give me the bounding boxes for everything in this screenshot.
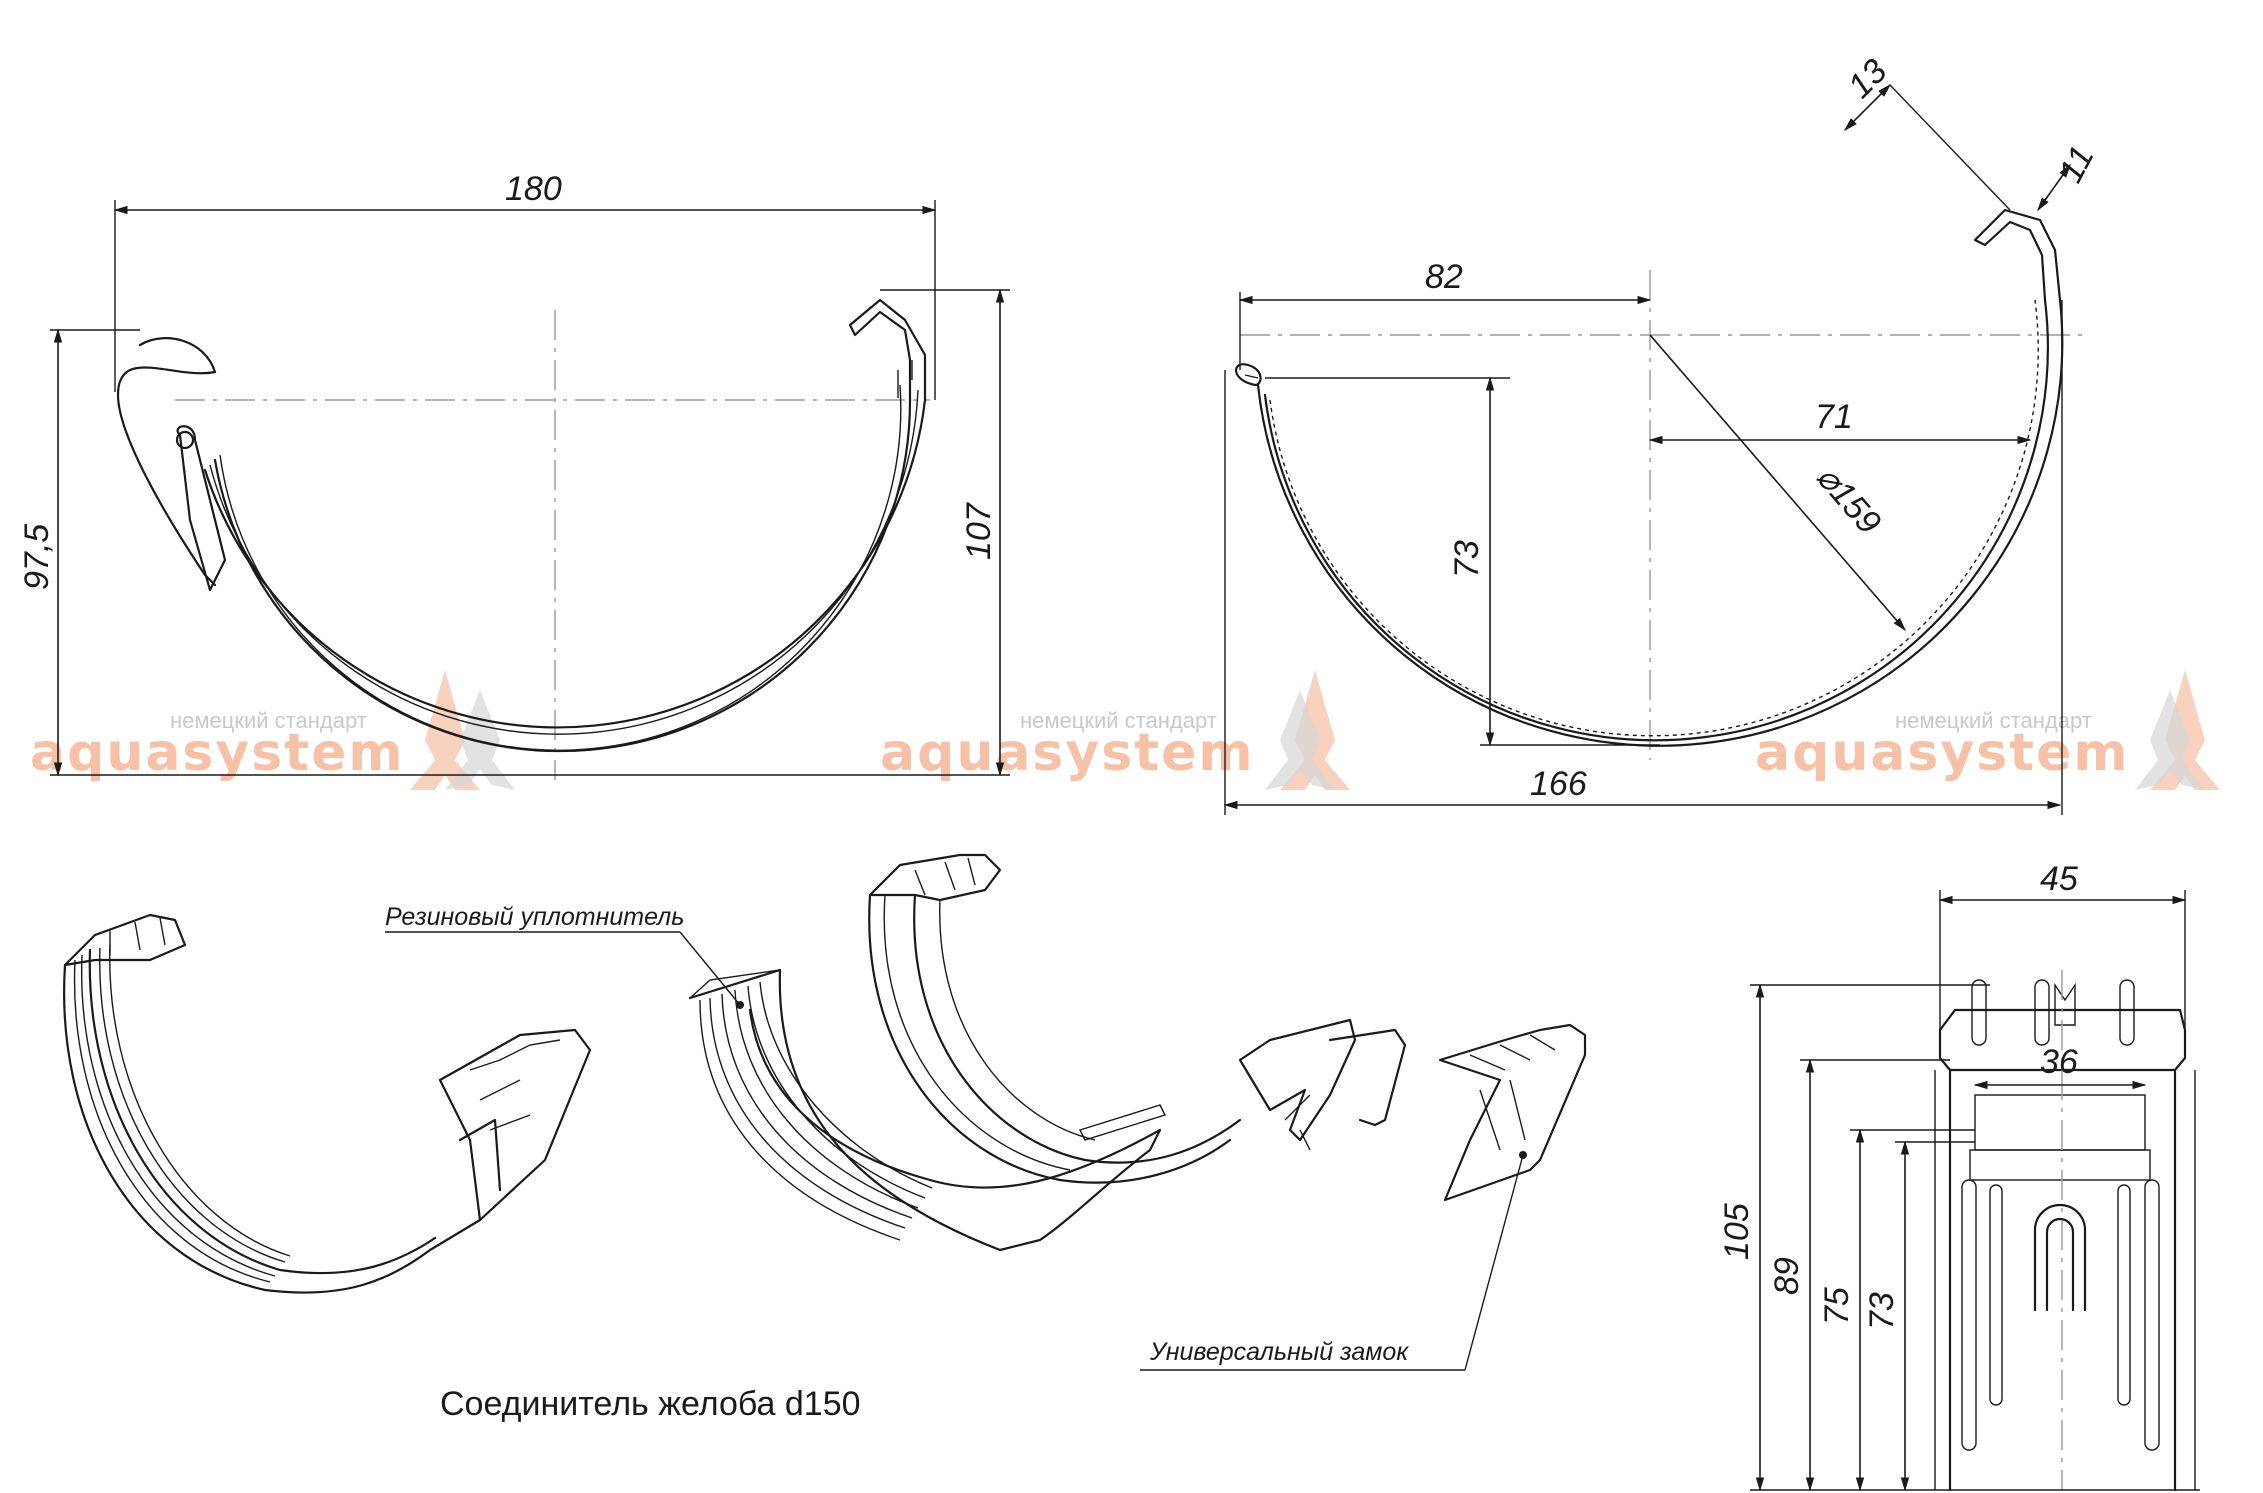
strip-groove: [2144, 1179, 2160, 1451]
assembled-right-clip: [438, 1028, 592, 1222]
dim-section-total-width: 166: [1530, 765, 1587, 803]
watermark-logo-mark-grey: [1265, 690, 1335, 790]
dim-section-lip-13: 13: [1841, 52, 1895, 106]
watermark-3: немецкий стандарт aquasystem: [1755, 670, 2220, 790]
lock-wire: [1328, 1028, 1407, 1127]
watermark-logo-mark-grey: [2135, 690, 2205, 790]
assembled-outer-shell: [63, 963, 482, 1294]
strip-groove: [2117, 1184, 2131, 1406]
dim-strip-inner-width: 36: [2040, 1043, 2078, 1081]
strip-clip-bump: [1971, 979, 1987, 1046]
dim-strip-h73: 73: [1863, 1292, 1901, 1330]
dim-line-13: [1844, 84, 1891, 131]
front-view: 180 97,5 107: [18, 170, 1010, 780]
dim-strip-h105: 105: [1718, 1203, 1756, 1260]
front-right-hook: [848, 298, 927, 402]
front-left-clamp-hole: [175, 430, 195, 450]
dim-front-width: 180: [505, 170, 562, 208]
strip-view: 45 36 105 89 75 73: [1718, 860, 2200, 1492]
dim-strip-width: 45: [2040, 860, 2078, 898]
section-outer-arc: [1256, 298, 2064, 747]
dim-line-11: [2037, 163, 2071, 212]
lock-leader-line: [1464, 1154, 1524, 1371]
watermark-subtitle: немецкий стандарт: [170, 708, 367, 733]
strip-clip-bump: [2119, 979, 2135, 1046]
watermark-1: немецкий стандарт aquasystem: [30, 670, 515, 790]
strip-clip-bump: [2034, 979, 2050, 1046]
watermark-brand: aquasystem: [880, 723, 1255, 783]
watermark-subtitle: немецкий стандарт: [1895, 708, 2092, 733]
seal-leader-line: [679, 931, 741, 1006]
dim-strip-h89: 89: [1768, 1257, 1806, 1295]
watermark-logo-mark: [410, 670, 480, 790]
ext-line: [1889, 84, 2011, 211]
seal-leader-dot: [736, 1001, 744, 1009]
universal-lock: Универсальный замок: [1140, 1023, 1587, 1371]
dim-strip-h75: 75: [1818, 1287, 1856, 1325]
strip-groove: [1961, 1179, 1977, 1451]
universal-lock-part: [1438, 1023, 1587, 1202]
isometric-assembled-connector: [63, 913, 592, 1294]
section-left-bead: [1235, 363, 1262, 387]
dim-front-left-height: 97,5: [18, 524, 56, 590]
strip-inner-plate: [1974, 1094, 2146, 1151]
strip-inner-band: [1969, 1149, 2151, 1181]
drawing-caption: Соединитель желоба d150: [440, 1385, 861, 1423]
front-left-clamp: [176, 425, 227, 592]
front-gutter-inner-arc: [213, 398, 912, 753]
dim-section-diameter: ⌀159: [1809, 458, 1888, 541]
assembled-top-clip: [63, 913, 187, 967]
dim-front-right-height: 107: [960, 502, 998, 560]
connector-right-clip: [1238, 1018, 1357, 1142]
seal-part: [688, 968, 1162, 1252]
watermark-brand: aquasystem: [30, 723, 405, 783]
front-left-hook: [116, 366, 217, 587]
seal-label: Резиновый уплотнитель: [385, 903, 684, 931]
isometric-exploded-connector: Резиновый уплотнитель: [385, 853, 1407, 1252]
watermark-brand: aquasystem: [1755, 723, 2130, 783]
section-view: 82 71 ⌀159 73 166 13 11: [1223, 52, 2102, 815]
dim-section-depth: 73: [1448, 540, 1486, 578]
strip-groove: [1989, 1184, 2003, 1406]
section-inner-arc: [1263, 298, 2049, 742]
dim-section-half-width: 82: [1425, 258, 1463, 296]
connector-top-clip: [868, 853, 1002, 902]
front-gutter-outer-arc: [203, 398, 927, 729]
strip-u-slot: [2033, 1203, 2087, 1312]
lock-label: Универсальный замок: [1149, 1338, 1409, 1366]
connector-body: [868, 893, 1232, 1184]
dim-line-diameter: [1649, 334, 1906, 632]
watermark-logo-mark-grey: [445, 690, 515, 790]
watermark-2: немецкий стандарт aquasystem: [880, 670, 1350, 790]
watermark-subtitle: немецкий стандарт: [1020, 708, 1217, 733]
section-right-hook: [1973, 208, 2062, 302]
dim-section-radius-offset: 71: [1815, 398, 1853, 436]
